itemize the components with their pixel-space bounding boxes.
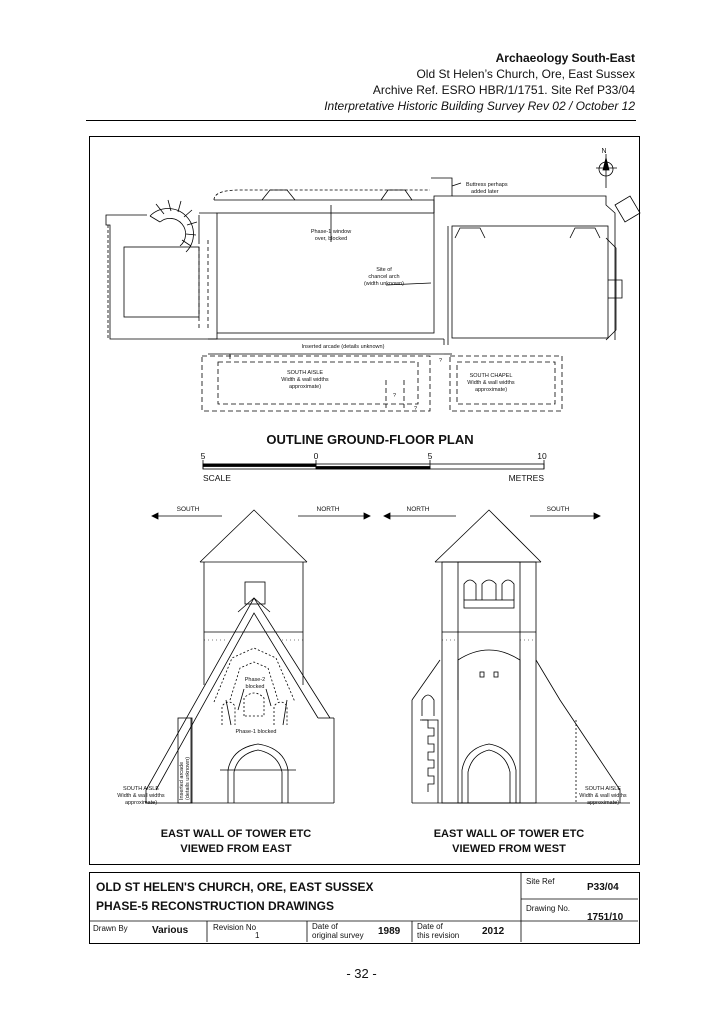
west-caption: EAST WALL OF TOWER ETC bbox=[434, 828, 585, 840]
scale-bar bbox=[202, 460, 545, 470]
scale-tick: 5 bbox=[201, 451, 206, 461]
survey-date-label: original survey bbox=[312, 931, 364, 940]
site-ref-label: Site Ref bbox=[526, 877, 555, 886]
revision-date-value: 2012 bbox=[482, 926, 505, 937]
drawn-by-value: Various bbox=[152, 925, 189, 936]
elevation-note: Phase-2 bbox=[245, 677, 266, 683]
header-rule bbox=[86, 120, 636, 121]
scale-label: SCALE bbox=[203, 473, 231, 483]
west-caption: VIEWED FROM WEST bbox=[452, 843, 566, 855]
arrow-label-north: NORTH bbox=[317, 506, 340, 513]
plan-note: Width & wall widths bbox=[467, 380, 515, 386]
page-header: Archaeology South-East Old St Helen’s Ch… bbox=[324, 50, 635, 114]
east-caption: VIEWED FROM EAST bbox=[180, 843, 292, 855]
title-block-grid bbox=[89, 872, 638, 942]
north-label: N bbox=[601, 148, 606, 155]
elevation-note: Inserted arcade bbox=[179, 762, 185, 800]
revision-label: Revision No bbox=[213, 923, 257, 932]
spiral-stair bbox=[149, 199, 198, 253]
plan-query: ? bbox=[439, 358, 442, 364]
drawing-subtitle: PHASE-5 RECONSTRUCTION DRAWINGS bbox=[96, 899, 335, 913]
plan-note: Inserted arcade (details unknown) bbox=[302, 344, 385, 350]
plan-note: added later bbox=[471, 189, 499, 195]
site-line: Old St Helen’s Church, Ore, East Sussex bbox=[416, 67, 635, 81]
elevation-note: (details unknown) bbox=[185, 757, 191, 800]
scale-tick: 5 bbox=[428, 451, 433, 461]
arrow-label-north: NORTH bbox=[407, 506, 430, 513]
scale-tick: 10 bbox=[537, 451, 547, 461]
drawing-title: OLD ST HELEN'S CHURCH, ORE, EAST SUSSEX bbox=[96, 880, 374, 894]
plan-note: Site of bbox=[376, 267, 392, 273]
elevation-from-east bbox=[145, 509, 335, 804]
plan-note: Phase-1 window bbox=[311, 229, 351, 235]
east-caption: EAST WALL OF TOWER ETC bbox=[161, 828, 312, 840]
scale-units: METRES bbox=[509, 473, 545, 483]
survey-date-value: 1989 bbox=[378, 926, 401, 937]
elevation-note: SOUTH AISLE bbox=[585, 786, 621, 792]
elevation-from-west bbox=[411, 509, 630, 804]
plan-note: Width & wall widths bbox=[281, 377, 329, 383]
plan-note: SOUTH CHAPEL bbox=[470, 373, 513, 379]
direction-arrows bbox=[151, 512, 601, 520]
plan-note: (width unknown) bbox=[364, 281, 404, 287]
revision-date-label: Date of bbox=[417, 922, 443, 931]
scale-tick: 0 bbox=[314, 451, 319, 461]
arrow-label-south: SOUTH bbox=[177, 506, 200, 513]
drawing-no-value: 1751/10 bbox=[587, 912, 624, 923]
revision-date-label: this revision bbox=[417, 931, 460, 940]
elevation-note: approximate) bbox=[125, 800, 157, 806]
plan-note: Buttress perhaps bbox=[466, 182, 508, 188]
drawn-by-label: Drawn By bbox=[93, 924, 128, 933]
north-arrow-icon bbox=[596, 154, 617, 188]
plan-note: approximate) bbox=[289, 384, 321, 390]
plan-query: ? bbox=[414, 406, 417, 412]
site-ref-value: P33/04 bbox=[587, 882, 619, 893]
plan-title: OUTLINE GROUND-FLOOR PLAN bbox=[266, 432, 473, 447]
plan-note: approximate) bbox=[475, 387, 507, 393]
organisation-name: Archaeology South-East bbox=[495, 51, 635, 65]
elevation-note: SOUTH AISLE bbox=[123, 786, 159, 792]
drawing-no-label: Drawing No. bbox=[526, 904, 571, 913]
drawing-frame bbox=[89, 136, 640, 865]
arrow-label-south: SOUTH bbox=[547, 506, 570, 513]
elevation-note: Phase-1 blocked bbox=[236, 729, 277, 735]
revision-value: 1 bbox=[255, 931, 260, 940]
plan-note: SOUTH AISLE bbox=[287, 370, 323, 376]
elevation-note: blocked bbox=[246, 684, 265, 690]
elevation-note: Width & wall widths bbox=[117, 793, 165, 799]
plan-note: chancel arch bbox=[368, 274, 399, 280]
page-number: - 32 - bbox=[346, 966, 377, 981]
plan-note: over, blocked bbox=[315, 236, 347, 242]
title-block bbox=[89, 872, 640, 944]
report-title: Interpretative Historic Building Survey … bbox=[324, 99, 635, 113]
plan-query: ? bbox=[393, 393, 396, 399]
floor-plan bbox=[105, 177, 641, 412]
elevation-note: Width & wall widths bbox=[579, 793, 627, 799]
archive-reference: Archive Ref. ESRO HBR/1/1751. Site Ref P… bbox=[372, 83, 635, 97]
survey-date-label: Date of bbox=[312, 922, 338, 931]
elevation-note: approximate) bbox=[587, 800, 619, 806]
